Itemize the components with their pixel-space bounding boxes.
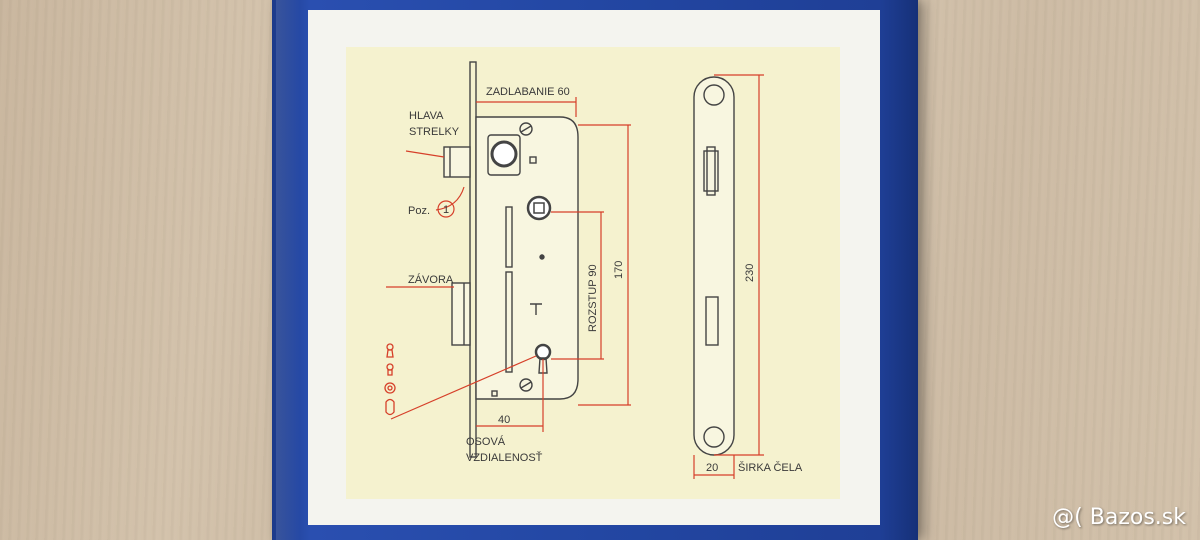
label-osova: OSOVÁ <box>466 435 506 448</box>
latch-bolt <box>443 146 471 178</box>
label-rozstup: ROZSTUP 90 <box>587 264 599 332</box>
label-20: 20 <box>706 462 718 474</box>
handle-spindle <box>526 195 552 221</box>
label-zadlabanie: ZADLABANIE 60 <box>486 86 570 98</box>
faceplate-bolt-opening <box>705 296 719 346</box>
faceplate <box>469 61 477 458</box>
label-poz: Poz. <box>408 205 430 217</box>
bazos-watermark: @( Bazos.sk <box>1052 505 1186 530</box>
label-strelky: STRELKY <box>409 126 460 138</box>
lock-type-icons <box>384 343 396 416</box>
latch-follower <box>490 140 518 168</box>
faceplate-front <box>693 76 735 456</box>
label-230: 230 <box>744 264 756 282</box>
label-40: 40 <box>498 414 510 426</box>
label-sirka-cela: ŠIRKA ČELA <box>738 461 803 474</box>
bottom-screw <box>519 378 533 392</box>
diagram-panel: ZADLABANIE 60 HLAVA STRELKY Poz. 1 ZÁVOR… <box>346 47 840 499</box>
label-poz-number: 1 <box>443 204 449 216</box>
label-zavora: ZÁVORA <box>408 273 454 286</box>
key-slot <box>505 271 513 373</box>
box-label: ZADLABANIE 60 HLAVA STRELKY Poz. 1 ZÁVOR… <box>308 10 880 525</box>
label-170: 170 <box>613 261 625 279</box>
faceplate-latch-opening <box>703 150 719 192</box>
lock-box: ZADLABANIE 60 HLAVA STRELKY Poz. 1 ZÁVOR… <box>272 0 918 540</box>
label-vzdialenost: VZDIALENOSŤ <box>466 451 543 464</box>
top-screw <box>519 122 533 136</box>
dead-bolt <box>451 282 471 346</box>
lock-case <box>475 116 579 400</box>
label-hlava: HLAVA <box>409 110 444 122</box>
box-edge-highlight <box>276 0 300 540</box>
keyhole <box>534 343 552 361</box>
lock-diagram: ZADLABANIE 60 HLAVA STRELKY Poz. 1 ZÁVOR… <box>384 61 803 479</box>
